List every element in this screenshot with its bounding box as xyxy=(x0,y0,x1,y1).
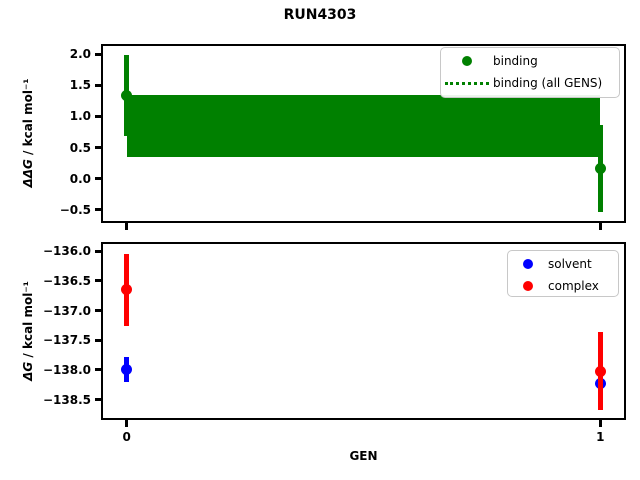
point-solvent-gen0 xyxy=(121,364,133,376)
y-tick-mark xyxy=(95,208,101,212)
legend-top: binding binding (all GENS) xyxy=(440,47,620,98)
legend-marker-cell xyxy=(508,259,548,269)
binding-all-gens-dotted-line-icon xyxy=(445,81,489,85)
x-tick-label: 0 xyxy=(122,430,131,444)
y-tick-label: −138.5 xyxy=(42,392,91,407)
y-tick-label: −137.0 xyxy=(42,303,91,318)
y-tick-mark xyxy=(95,309,101,312)
point-complex-gen0 xyxy=(121,284,133,296)
y-tick-label: 1.0 xyxy=(69,109,91,124)
x-tick-mark xyxy=(125,420,129,427)
y-tick-label: −0.5 xyxy=(59,202,91,217)
y-tick-mark xyxy=(95,279,101,283)
legend-item-binding: binding xyxy=(441,50,619,72)
point-complex-gen1 xyxy=(594,365,606,377)
y-tick-label: −137.5 xyxy=(42,333,91,348)
y-tick-label: −138.0 xyxy=(42,362,91,377)
legend-label-complex: complex xyxy=(548,279,599,293)
legend-label-binding-all-gens: binding (all GENS) xyxy=(493,76,603,90)
figure-title: RUN4303 xyxy=(283,7,357,23)
point-binding-gen0 xyxy=(121,90,133,102)
legend-label-solvent: solvent xyxy=(548,257,592,271)
binding-dot-icon xyxy=(462,56,472,66)
legend-label-binding: binding xyxy=(493,54,538,68)
x-tick-label: 1 xyxy=(596,430,605,444)
y-tick-label: 0.0 xyxy=(69,171,91,186)
legend-marker-cell xyxy=(441,56,493,66)
y-tick-mark xyxy=(95,52,101,56)
legend-item-binding-all-gens: binding (all GENS) xyxy=(441,72,619,94)
y-tick-label: 1.5 xyxy=(69,78,91,93)
legend-item-solvent: solvent xyxy=(508,253,618,275)
complex-dot-icon xyxy=(523,281,533,291)
y-tick-label: 0.5 xyxy=(69,140,91,155)
x-axis-label: GEN xyxy=(349,449,378,463)
x-tick-mark xyxy=(125,223,129,230)
confidence-band-binding-all-gens- xyxy=(126,94,601,157)
y-tick-mark xyxy=(95,368,101,372)
solvent-dot-icon xyxy=(523,259,533,269)
y-tick-label: 2.0 xyxy=(69,47,91,62)
legend-bottom: solvent complex xyxy=(507,250,619,297)
y-tick-mark xyxy=(95,338,101,342)
y-tick-label: −136.0 xyxy=(42,244,91,259)
y-tick-label: −136.5 xyxy=(42,273,91,288)
y-tick-mark xyxy=(95,177,101,181)
y-tick-mark xyxy=(95,249,101,253)
legend-item-complex: complex xyxy=(508,275,618,297)
y-tick-mark xyxy=(95,398,101,402)
bottom-axes-panel xyxy=(101,242,626,420)
y-tick-mark xyxy=(95,146,101,149)
top-axes-panel xyxy=(101,44,626,223)
y-tick-mark xyxy=(95,114,101,118)
y-tick-mark xyxy=(95,83,101,87)
x-tick-mark xyxy=(598,223,602,230)
x-tick-mark xyxy=(598,420,602,427)
point-binding-gen1 xyxy=(594,163,606,175)
legend-marker-cell xyxy=(508,281,548,291)
legend-marker-cell xyxy=(441,81,493,85)
